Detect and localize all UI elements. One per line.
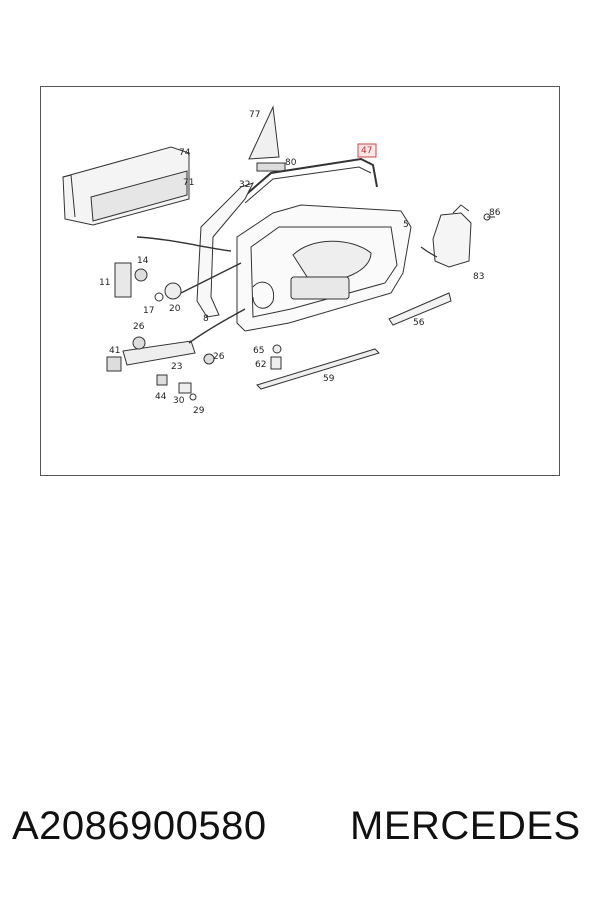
callout-80: 80	[285, 158, 297, 168]
callout-5: 5	[403, 220, 409, 230]
callout-29: 29	[193, 406, 205, 416]
callout-83: 83	[473, 272, 484, 282]
callout-44: 44	[155, 392, 167, 402]
callout-14: 14	[137, 256, 149, 266]
window-seal-part-47	[240, 157, 378, 200]
callout-59: 59	[323, 374, 335, 384]
caption-bar: A2086900580 MERCEDES	[0, 804, 600, 864]
callout-74: 74	[179, 148, 191, 158]
trim-panel-part	[62, 146, 190, 226]
callout-32: 32	[239, 180, 250, 190]
block-part-80	[256, 162, 286, 172]
callout-26: 26	[133, 322, 145, 332]
hinge-part-11	[114, 262, 182, 302]
callout-65: 65	[253, 346, 264, 356]
door-check-part-23	[106, 336, 215, 372]
bracket-part-56	[388, 292, 452, 326]
callout-62: 62	[255, 360, 266, 370]
callout-77: 77	[249, 110, 260, 120]
exploded-door-diagram: 74 71 77 80 47 32 5 86 83 14 11 17 20 8 26 41 23 26 65 62 56…	[62, 105, 501, 416]
mirror-cover-part-83	[432, 204, 472, 268]
door-frame-part-32	[196, 182, 254, 318]
callout-26: 26	[213, 352, 225, 362]
triangle-part-77	[248, 105, 280, 160]
brand-name: MERCEDES	[350, 804, 581, 848]
callout-47: 47	[361, 146, 372, 156]
callout-11: 11	[99, 278, 110, 288]
callout-30: 30	[173, 396, 185, 406]
callout-23: 23	[171, 362, 182, 372]
callout-56: 56	[413, 318, 425, 328]
callout-20: 20	[169, 304, 181, 314]
sill-strip-part-59	[256, 348, 380, 390]
callout-41: 41	[109, 346, 120, 356]
callout-86: 86	[489, 208, 501, 218]
callout-8: 8	[203, 314, 209, 324]
callout-17: 17	[143, 306, 154, 316]
part-callouts: 74 71 77 80 47 32 5 86 83 14 11 17 20 8 26 41 23 26 65 62 56…	[99, 110, 501, 416]
highlight-box	[357, 143, 377, 158]
parts-diagram-frame: 74 71 77 80 47 32 5 86 83 14 11 17 20 8 26 41 23 26 65 62 56…	[40, 86, 560, 476]
callout-71: 71	[183, 178, 194, 188]
part-number: A2086900580	[12, 804, 267, 848]
